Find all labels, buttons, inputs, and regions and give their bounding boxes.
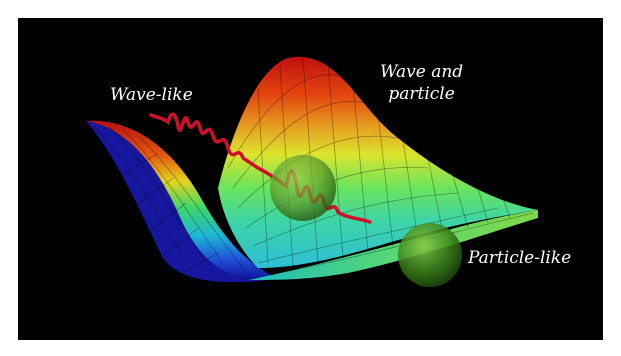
- potential-surface-illustration: [86, 56, 538, 287]
- wave-and-particle-line2: particle: [388, 84, 455, 104]
- illustration-canvas: Wave-like Wave and particle Particle-lik…: [18, 18, 603, 340]
- wave-like-label: Wave-like: [110, 85, 193, 105]
- wave-particle-sphere-icon: [270, 155, 336, 221]
- wave-and-particle-line1: Wave and: [380, 62, 464, 82]
- wave-and-particle-label: Wave and particle: [380, 61, 463, 105]
- left-surface-front: [86, 121, 268, 283]
- particle-like-label: Particle-like: [468, 248, 572, 268]
- valley-floor: [248, 210, 538, 280]
- left-surface-lobe: [86, 120, 273, 281]
- particle-sphere-icon: [398, 223, 462, 287]
- right-surface-hump: [218, 56, 538, 269]
